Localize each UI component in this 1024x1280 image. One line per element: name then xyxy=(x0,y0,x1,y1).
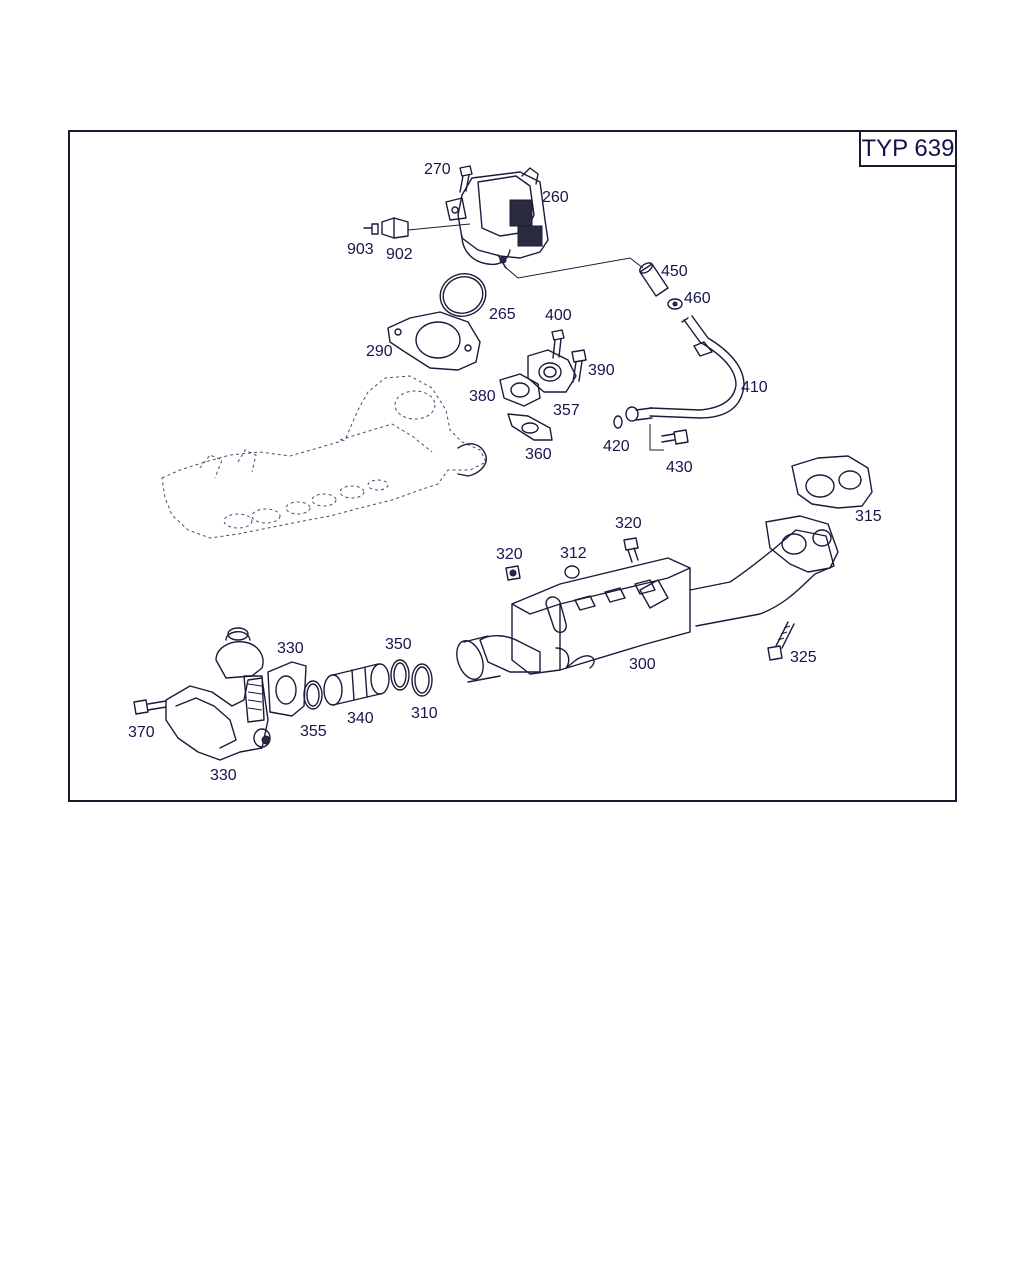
part-440-bolt xyxy=(649,424,689,451)
label-440: 430 xyxy=(666,459,693,476)
part-350-tube xyxy=(323,663,390,706)
model-type-label: TYP 639 xyxy=(859,130,957,167)
part-260-egr-actuator xyxy=(445,167,549,269)
label-315: 315 xyxy=(855,508,882,525)
label-360: 370 xyxy=(128,724,155,741)
part-320b-bolt xyxy=(623,537,639,563)
label-450: 450 xyxy=(661,263,688,280)
label-350: 340 xyxy=(347,710,374,727)
label-265: 265 xyxy=(489,306,516,323)
label-320-top: 320 xyxy=(615,515,642,532)
part-902-connector xyxy=(381,217,471,239)
part-380-gasket xyxy=(507,413,553,441)
label-312: 312 xyxy=(560,545,587,562)
part-390-gasket xyxy=(499,373,541,407)
part-400-bolt xyxy=(571,349,587,383)
part-300-egr-cooler xyxy=(456,515,839,683)
part-355-seal-ring xyxy=(390,659,410,691)
part-270-bolt xyxy=(459,165,473,193)
label-330: 330 xyxy=(210,767,237,784)
part-460-clip xyxy=(667,298,683,310)
label-260: 260 xyxy=(542,189,569,206)
part-903-pin xyxy=(363,223,379,235)
label-400: 390 xyxy=(588,362,615,379)
label-270: 270 xyxy=(424,161,451,178)
part-330-egr-valve xyxy=(165,627,271,761)
engine-manifold-outline xyxy=(161,375,487,539)
part-312-seal xyxy=(564,565,580,579)
label-300: 300 xyxy=(629,656,656,673)
label-902: 902 xyxy=(386,246,413,263)
part-410-bolt xyxy=(551,329,565,359)
diagram-frame xyxy=(68,130,957,802)
label-380: 360 xyxy=(525,446,552,463)
label-410: 400 xyxy=(545,307,572,324)
label-340: 330 xyxy=(277,640,304,657)
part-430-washer xyxy=(613,406,653,429)
label-903: 903 xyxy=(347,241,374,258)
part-315-gasket xyxy=(791,455,873,509)
label-290: 290 xyxy=(366,343,393,360)
label-460: 460 xyxy=(684,290,711,307)
label-420: 410 xyxy=(741,379,768,396)
part-450-sleeve xyxy=(503,257,669,297)
label-320-left: 320 xyxy=(496,546,523,563)
label-370: 357 xyxy=(553,402,580,419)
part-325-bolt xyxy=(767,621,795,661)
label-357: 355 xyxy=(300,723,327,740)
part-370-flange xyxy=(527,349,577,393)
part-360-bolt xyxy=(133,699,167,715)
part-420-pipe xyxy=(649,315,745,419)
part-265-seal-ring xyxy=(439,273,487,317)
label-355: 350 xyxy=(385,636,412,653)
part-320a-bolt xyxy=(505,565,521,581)
part-340-gasket xyxy=(267,661,307,717)
part-290-gasket xyxy=(387,311,481,371)
part-310-seal-ring xyxy=(411,663,433,697)
label-325: 325 xyxy=(790,649,817,666)
label-430: 420 xyxy=(603,438,630,455)
label-390: 380 xyxy=(469,388,496,405)
label-310: 310 xyxy=(411,705,438,722)
